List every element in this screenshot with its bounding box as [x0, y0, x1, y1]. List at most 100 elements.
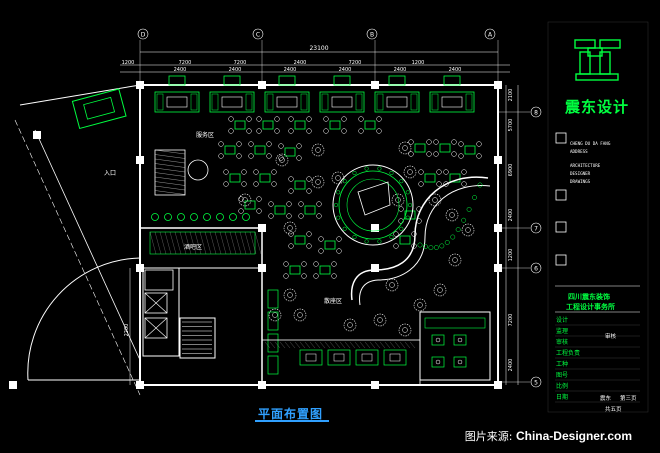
chair — [341, 116, 347, 122]
elevator-cross — [144, 292, 168, 314]
bar-seat — [342, 179, 347, 184]
bar-seat — [364, 239, 369, 244]
dim-lower: 2400 — [339, 67, 352, 73]
chair — [268, 213, 274, 219]
dim-right: 2400 — [508, 359, 514, 372]
grid-bubble — [530, 376, 542, 388]
grid-label: D — [141, 32, 146, 39]
service-hatch — [154, 181, 186, 186]
bottom-hatch — [379, 341, 386, 349]
dining-table — [464, 145, 476, 155]
chair — [323, 116, 329, 122]
chair — [318, 236, 324, 242]
bottom-booth-table — [333, 353, 345, 362]
grid-bubble — [530, 262, 542, 274]
dining-table — [254, 145, 266, 155]
bottom-hatch — [279, 341, 286, 349]
dim-right: 6900 — [508, 164, 514, 177]
chair — [286, 201, 292, 207]
side-booth — [267, 311, 279, 331]
bar-seat — [389, 170, 394, 176]
title-field: 设计 — [556, 316, 568, 324]
bottom-hatch — [274, 341, 281, 349]
chair — [271, 181, 277, 187]
firm-line-1: 四川震东装饰 — [568, 293, 610, 301]
service-column — [187, 159, 209, 181]
chair — [271, 169, 277, 175]
bar-hatch — [249, 231, 257, 255]
dim-left: 2200 — [124, 324, 130, 337]
dim-upper: 1200 — [412, 60, 425, 66]
round-table-top — [437, 287, 443, 293]
dining-table — [424, 173, 436, 183]
round-table-top — [449, 212, 455, 218]
chair — [443, 181, 449, 187]
dim-lower: 2400 — [394, 67, 407, 73]
dim-right: 2100 — [508, 89, 514, 102]
dining-table — [224, 145, 236, 155]
partition-stool — [439, 243, 445, 249]
round-table — [268, 308, 282, 322]
round-table-top — [297, 312, 303, 318]
brand-name: 震东设计 — [565, 98, 630, 116]
title-field: 监理 — [556, 327, 568, 335]
chair — [268, 201, 274, 207]
dining-table — [329, 120, 341, 130]
structural-column — [371, 224, 379, 232]
stair-block — [142, 267, 180, 357]
bar-hatch — [214, 231, 222, 255]
booth-seat — [156, 93, 164, 111]
partition-stool — [455, 227, 461, 233]
dining-table — [289, 265, 301, 275]
bottom-hatch — [289, 341, 296, 349]
dining-table — [449, 173, 461, 183]
chair — [393, 243, 399, 249]
structural-column — [494, 381, 502, 389]
logo-part — [574, 39, 596, 49]
partition-stool — [433, 245, 439, 250]
booth-seat — [376, 93, 384, 111]
label-entrance: 入口 — [104, 170, 117, 177]
service-hatch — [154, 163, 186, 168]
chair — [301, 261, 307, 267]
dining-table — [294, 180, 306, 190]
chair — [358, 128, 364, 134]
project-line: DESIGNER — [570, 171, 591, 176]
structural-column — [33, 131, 41, 139]
partition-stool — [428, 245, 434, 251]
chair — [316, 213, 322, 219]
title-field: 工程负责 — [556, 349, 580, 357]
round-table-top — [465, 227, 471, 233]
curved-partition — [350, 176, 489, 301]
chair — [341, 128, 347, 134]
bar-stool — [190, 213, 198, 221]
partition-stool — [466, 206, 472, 212]
bar-seat — [399, 179, 404, 184]
partition-stool — [444, 240, 450, 245]
bottom-hatch — [359, 341, 366, 349]
dining-table — [414, 143, 426, 153]
chair — [316, 201, 322, 207]
dining-table — [244, 200, 256, 210]
dim-lower: 2400 — [449, 67, 462, 73]
chair — [223, 169, 229, 175]
round-table-top — [335, 175, 341, 181]
chair — [248, 153, 254, 159]
round-table — [373, 313, 387, 327]
structural-column — [136, 264, 144, 272]
chair — [266, 153, 272, 159]
plan-title-underline — [255, 420, 329, 422]
chair — [336, 248, 342, 254]
chair — [376, 116, 382, 122]
bottom-hatch — [324, 341, 331, 349]
round-table-top — [377, 317, 383, 323]
chair — [306, 128, 312, 134]
round-table — [275, 153, 289, 167]
central-bar-ring — [338, 170, 408, 240]
booth-seat — [266, 93, 274, 111]
booth-seat — [245, 93, 253, 111]
curved-partition — [359, 185, 491, 306]
bar-seat — [364, 166, 369, 171]
lower-room-table — [453, 356, 467, 368]
chair — [433, 139, 439, 145]
